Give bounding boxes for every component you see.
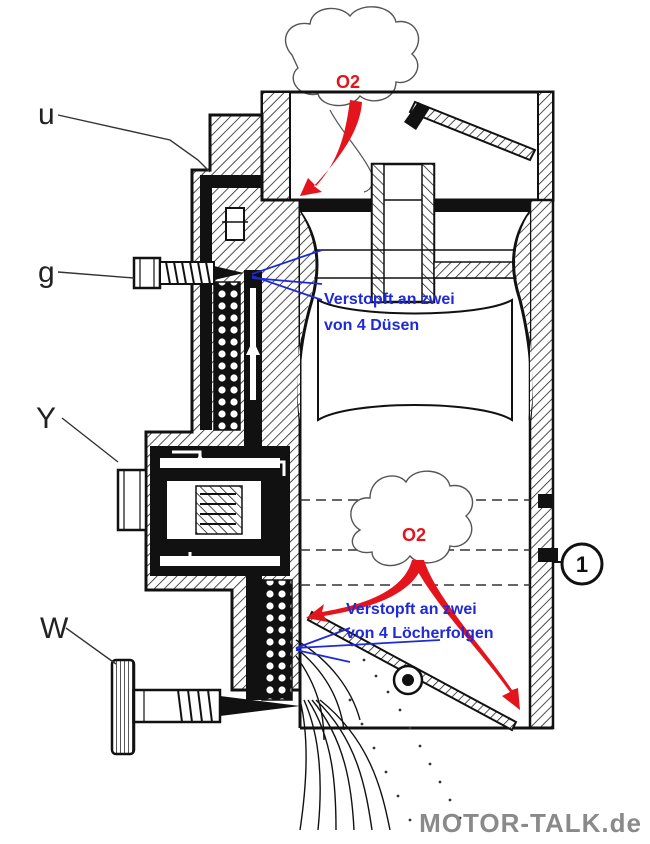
note-lower-line2: von 4 Löcherfolgen	[346, 625, 494, 642]
blue-pointer-lines	[251, 249, 441, 663]
watermark-text: MOTOR-TALK.de	[419, 808, 642, 838]
top-air-cloud	[284, 6, 420, 193]
label-u: u	[38, 98, 55, 131]
o2-bottom-label: O2	[402, 525, 426, 545]
label-g: g	[38, 256, 55, 289]
label-w: W	[40, 612, 69, 645]
o2-top-label: O2	[336, 72, 360, 92]
knurled-screw-w	[110, 658, 300, 756]
leader-lines	[57, 114, 211, 665]
fuel-spray	[295, 639, 391, 831]
valve-y	[116, 446, 290, 576]
note-upper-line1: Verstopft an zwei	[324, 291, 455, 308]
bottom-air-cloud	[350, 470, 474, 567]
label-y: Y	[36, 402, 56, 435]
o2-flow-arrows	[300, 100, 520, 710]
fuel-passages	[200, 175, 293, 701]
callout-1-label: 1	[576, 552, 588, 577]
note-upper-line2: von 4 Düsen	[324, 317, 419, 334]
screw-g	[132, 256, 244, 290]
spray-dots	[338, 628, 462, 822]
callout-1: 1	[553, 542, 604, 586]
note-lower-line1: Verstopft an zwei	[346, 601, 477, 618]
